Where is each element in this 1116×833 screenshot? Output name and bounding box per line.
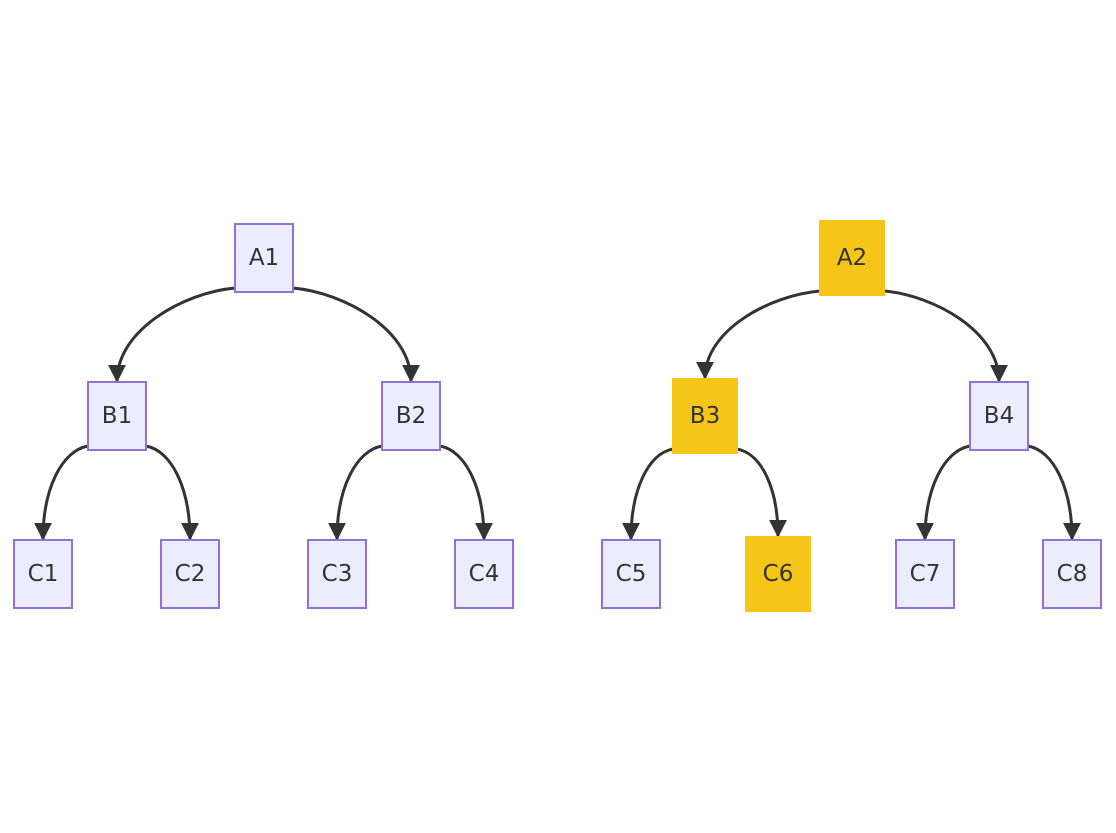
- node-c8-label: C8: [1057, 561, 1088, 587]
- node-b2: B2: [381, 381, 441, 451]
- node-c3-label: C3: [322, 561, 353, 587]
- node-b4: B4: [969, 381, 1029, 451]
- node-c5: C5: [601, 539, 661, 609]
- node-c2-box: [160, 539, 220, 609]
- node-c7-box: [895, 539, 955, 609]
- node-b3-box: [672, 378, 738, 454]
- node-b2-box: [381, 381, 441, 451]
- node-c7-label: C7: [910, 561, 941, 587]
- node-c6: C6: [745, 536, 811, 612]
- edge-b2-c4: [439, 444, 493, 541]
- node-a2: A2: [819, 220, 885, 296]
- node-a1: A1: [234, 223, 294, 293]
- nodes-layer: A1 B1 B2 C1 C2 C3 C4 A2: [13, 220, 1102, 612]
- node-c7: C7: [895, 539, 955, 609]
- node-c4: C4: [454, 539, 514, 609]
- edge-a1-b2: [292, 286, 420, 383]
- node-b1-label: B1: [102, 403, 132, 429]
- edge-b4-c8: [1027, 444, 1081, 541]
- node-c6-label: C6: [763, 561, 794, 587]
- node-c4-label: C4: [469, 561, 500, 587]
- node-a2-box: [819, 220, 885, 296]
- edge-b3-c5: [622, 447, 674, 541]
- node-c3: C3: [307, 539, 367, 609]
- edge-b2-c3: [328, 444, 383, 541]
- node-c5-box: [601, 539, 661, 609]
- node-a1-label: A1: [249, 245, 279, 271]
- node-b4-box: [969, 381, 1029, 451]
- node-c5-label: C5: [616, 561, 647, 587]
- edge-b1-c2: [145, 444, 199, 541]
- node-b3: B3: [672, 378, 738, 454]
- node-c3-box: [307, 539, 367, 609]
- node-b3-label: B3: [690, 403, 720, 429]
- edge-b1-c1: [34, 444, 89, 541]
- node-c2: C2: [160, 539, 220, 609]
- edge-b4-c7: [916, 444, 971, 541]
- node-a2-label: A2: [837, 245, 867, 271]
- edge-a2-b3: [696, 289, 821, 380]
- node-b1-box: [87, 381, 147, 451]
- node-a1-box: [234, 223, 294, 293]
- node-c2-label: C2: [175, 561, 206, 587]
- edges-layer: [34, 286, 1081, 541]
- node-c6-box: [745, 536, 811, 612]
- edge-a1-b1: [108, 286, 236, 383]
- node-c1-label: C1: [28, 561, 59, 587]
- node-c1: C1: [13, 539, 73, 609]
- node-b1: B1: [87, 381, 147, 451]
- node-c4-box: [454, 539, 514, 609]
- node-b4-label: B4: [984, 403, 1014, 429]
- edge-b3-c6: [736, 447, 787, 538]
- node-b2-label: B2: [396, 403, 426, 429]
- node-c1-box: [13, 539, 73, 609]
- node-c8: C8: [1042, 539, 1102, 609]
- node-c8-box: [1042, 539, 1102, 609]
- edge-a2-b4: [883, 289, 1008, 383]
